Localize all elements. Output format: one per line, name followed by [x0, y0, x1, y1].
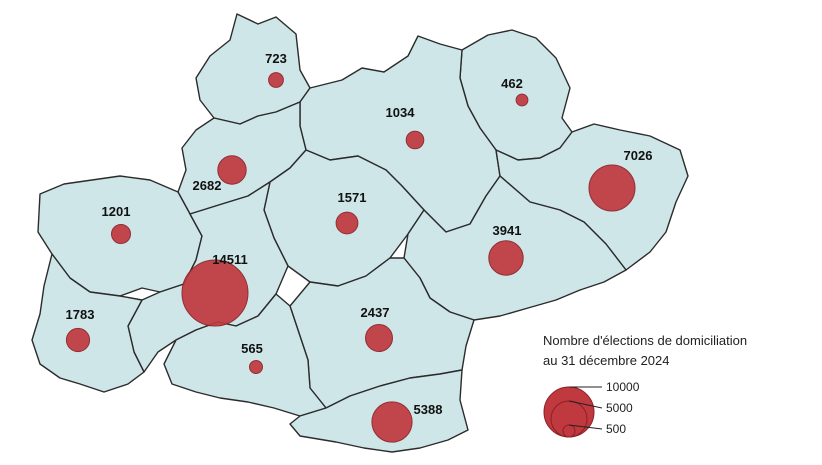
bubble-lot [268, 72, 284, 88]
legend-circle-small [562, 424, 576, 438]
bubble-tarn-et-garonne [217, 155, 247, 185]
value-label-aveyron: 1034 [386, 105, 416, 120]
bubble-ariege [249, 360, 263, 374]
bubble-gard [588, 164, 636, 212]
legend-leader-small [568, 424, 603, 430]
value-label-tarn-et-garonne: 2682 [193, 178, 222, 193]
value-label-herault: 3941 [493, 223, 522, 238]
value-label-haute-garonne: 14511 [212, 252, 247, 267]
legend-label-large: 10000 [606, 380, 640, 394]
bubble-gers [111, 224, 131, 244]
value-label-lozere: 462 [501, 76, 523, 91]
legend-label-small: 500 [606, 422, 626, 436]
value-label-pyrenees-orientales: 5388 [414, 402, 443, 417]
legend-title-line-2: au 31 décembre 2024 [543, 353, 670, 368]
bubble-herault [488, 240, 524, 276]
value-label-ariege: 565 [241, 341, 263, 356]
bubble-aveyron [405, 130, 425, 150]
bubble-aude [365, 324, 393, 352]
legend-title-line-1: Nombre d'élections de domiciliation [543, 333, 748, 348]
bubble-lozere [515, 93, 529, 107]
legend-leader-medium [568, 400, 603, 409]
bubble-hautes-pyrenees [65, 327, 91, 353]
legend-title: Nombre d'élections de domiciliation au 3… [543, 331, 813, 371]
value-label-tarn: 1571 [338, 190, 367, 205]
value-label-lot: 723 [265, 51, 287, 66]
bubble-tarn [335, 211, 359, 235]
bubble-haute-garonne [181, 259, 249, 327]
value-label-aude: 2437 [361, 305, 390, 320]
legend-label-medium: 5000 [606, 401, 633, 415]
value-label-gers: 1201 [102, 204, 131, 219]
legend-scale: 10000 5000 500 [543, 380, 640, 438]
bubble-pyrenees-orientales [371, 401, 413, 443]
department-hautes-pyrenees [31, 253, 145, 393]
value-label-gard: 7026 [624, 148, 653, 163]
value-label-hautes-pyrenees: 1783 [66, 307, 95, 322]
